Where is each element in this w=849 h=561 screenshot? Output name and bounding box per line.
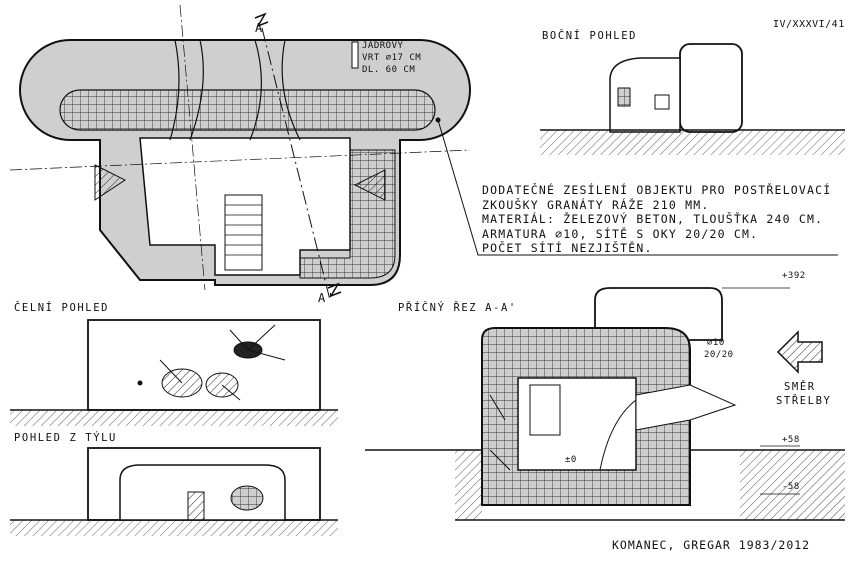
- cut-marker-bottom: [327, 282, 342, 298]
- side-block: [679, 43, 743, 133]
- plan-crack-1: [169, 39, 301, 141]
- front-hole: [137, 380, 143, 386]
- note-line-2: ZKOUŠKY GRANÁTY RÁŽE 210 MM.: [482, 197, 710, 212]
- plan-embrasure-left: [94, 164, 126, 201]
- section-ground-hatch-right: [740, 450, 845, 520]
- cut-label-bottom: A': [318, 291, 336, 305]
- rebar-label-1: ⌀10: [707, 338, 725, 348]
- note-line-4: ARMATURA ⌀10, SÍTĚ S OKY 20/20 CM.: [482, 226, 759, 241]
- rear-ground-hatch: [10, 520, 338, 536]
- cut-label-top: A: [255, 21, 264, 35]
- front-view-title: ČELNÍ POHLED: [14, 302, 110, 314]
- plan-view: [9, 4, 838, 301]
- rear-damage: [230, 485, 264, 511]
- rear-view: [10, 447, 338, 536]
- drill-label-2: VRT ⌀17 CM: [362, 53, 422, 63]
- plan-stair: [224, 194, 263, 271]
- axis-line-1: [9, 149, 471, 171]
- section-cracks: [489, 394, 637, 471]
- drill-label-3: DL. 60 CM: [362, 65, 416, 75]
- elev-top-label: +392: [782, 271, 806, 281]
- sheet-id: IV/XXXVI/41: [773, 19, 845, 30]
- side-ground-hatch: [540, 130, 845, 155]
- section-arrow: [776, 330, 823, 374]
- front-ground-hatch: [10, 410, 338, 426]
- front-cracks: [159, 324, 286, 401]
- elev-zero-label: ±0: [565, 455, 577, 465]
- note-line-3: MATERIÁL: ŽELEZOVÝ BETON, TLOUŠŤKA 240 C…: [482, 212, 824, 226]
- front-wall: [87, 319, 321, 411]
- rear-view-title: POHLED Z TÝLU: [14, 432, 117, 444]
- leader-line: [437, 119, 838, 256]
- section-ground-hatch-left: [455, 450, 482, 520]
- direction-label-1: SMĚR: [784, 381, 816, 393]
- elev-mid-label: +58: [782, 435, 800, 445]
- stair-steps: [225, 204, 262, 256]
- section-window: [529, 384, 561, 436]
- side-vent: [617, 87, 631, 107]
- front-view: [10, 319, 338, 426]
- note-line-1: DODATEČNÉ ZESÍLENÍ OBJEKTU PRO POSTŘELOV…: [482, 183, 832, 197]
- side-hatch: [654, 94, 670, 110]
- section-view: [365, 287, 845, 521]
- side-view-title: BOČNÍ POHLED: [542, 30, 638, 42]
- rear-door: [187, 491, 205, 521]
- direction-label-2: STŘELBY: [776, 395, 832, 407]
- section-impact: [635, 384, 737, 431]
- side-front: [609, 57, 681, 133]
- axis-line-2: [179, 4, 206, 291]
- elev-bottom-label: -58: [782, 482, 800, 492]
- plan-embrasure-right: [353, 169, 386, 201]
- credit-line: KOMANEC, GREGAR 1983/2012: [612, 538, 811, 552]
- cut-marker-top: [254, 12, 269, 28]
- leader-dot: [435, 117, 441, 123]
- note-line-5: POČET SÍTÍ NEZJIŠTĚN.: [482, 241, 653, 255]
- plan-rebar-grid: [59, 89, 436, 131]
- drill-label-1: JÁDROVÝ: [362, 41, 404, 51]
- reinforcement-note: DODATEČNÉ ZESÍLENÍ OBJEKTU PRO POSTŘELOV…: [482, 183, 831, 256]
- rebar-label-2: 20/20: [704, 350, 734, 360]
- side-view: [540, 43, 845, 155]
- section-view-title: PŘÍČNÝ ŘEZ A-A': [398, 302, 517, 314]
- drill-mark: [351, 41, 359, 69]
